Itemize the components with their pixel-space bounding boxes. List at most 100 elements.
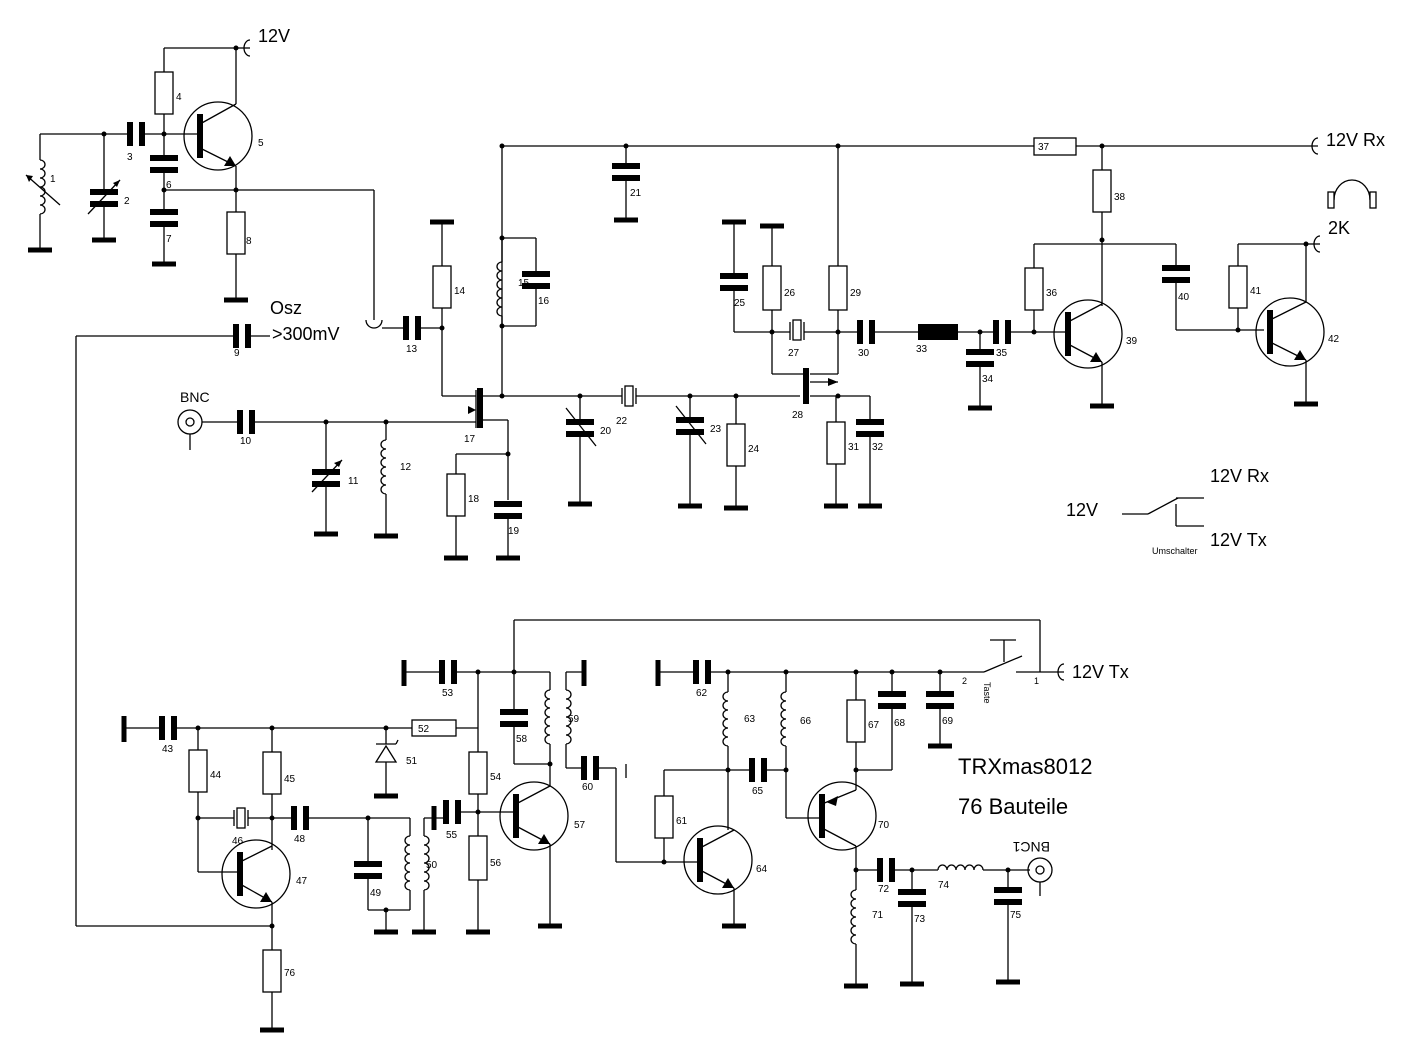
part-72-label: 72: [878, 884, 890, 895]
part-67-label: 67: [868, 720, 880, 731]
part-53-label: 53: [442, 688, 454, 699]
part-69-label: 69: [942, 716, 954, 727]
part-22-label: 22: [616, 416, 628, 427]
key-pin2-label: 2: [962, 676, 967, 686]
switch-rx-label: 12V Rx: [1210, 466, 1269, 486]
part-56-label: 56: [490, 858, 502, 869]
part-50-label: 50: [426, 860, 438, 871]
part-76-label: 76: [284, 968, 296, 979]
part-10-label: 10: [240, 436, 252, 447]
detector-stage: 25 26 27 29 28 31 32 30 33 34: [720, 146, 1064, 506]
tx-driver: 62 63 61 64 65 66: [654, 660, 984, 926]
supply-rx-label: 12V Rx: [1326, 130, 1385, 150]
part-18-label: 18: [468, 494, 480, 505]
part-41-label: 41: [1250, 286, 1262, 297]
part-14-label: 14: [454, 286, 466, 297]
title: TRXmas8012: [958, 754, 1093, 779]
part-30-label: 30: [858, 348, 870, 359]
part-51-label: 51: [406, 756, 418, 767]
part-32-label: 32: [872, 442, 884, 453]
osz-level-label: >300mV: [272, 324, 340, 344]
part-21-label: 21: [630, 188, 642, 199]
part-33-label: 33: [916, 344, 928, 355]
part-12-label: 12: [400, 462, 412, 473]
headphone-icon: [1327, 179, 1377, 209]
part-20-label: 20: [600, 426, 612, 437]
tx-oscillator: 43 44 45 46 48 47 76 49: [76, 716, 478, 1030]
part-42-label: 42: [1328, 334, 1340, 345]
part-36-label: 36: [1046, 288, 1058, 299]
rx-supply-rail: 21 37 12V Rx: [499, 130, 1385, 220]
part-55-label: 55: [446, 830, 458, 841]
crystal-filter: 20 22 23 24: [502, 385, 800, 508]
part-45-label: 45: [284, 774, 296, 785]
switch-tx-label: 12V Tx: [1210, 530, 1267, 550]
part-16-label: 16: [538, 296, 550, 307]
part-57-label: 57: [574, 820, 586, 831]
part-75-label: 75: [1010, 910, 1022, 921]
part-7-label: 7: [166, 234, 172, 245]
morse-key: 2 1 Taste: [962, 639, 1065, 704]
part-2-label: 2: [124, 196, 130, 207]
part-24-label: 24: [748, 444, 760, 455]
part-70-label: 70: [878, 820, 890, 831]
part-52-label: 52: [418, 724, 430, 735]
part-58-label: 58: [516, 734, 528, 745]
headphone-label: 2K: [1328, 218, 1350, 238]
part-17-label: 17: [464, 434, 476, 445]
part-11-label: 11: [348, 476, 359, 487]
osz-label: Osz: [270, 298, 302, 318]
tx-buffer: 53 54 56 55 57 58 59 60: [401, 619, 1041, 932]
supply-tx-label: 12V Tx: [1072, 662, 1129, 682]
mixer-stage: 9 13 14 BNC 10 11 12 17 18 19: [75, 146, 550, 926]
bnc-out-label: BNC1: [1012, 839, 1050, 855]
part-65-label: 65: [752, 786, 764, 797]
part-23-label: 23: [710, 424, 722, 435]
part-34-label: 34: [982, 374, 994, 385]
part-68-label: 68: [894, 718, 906, 729]
part-27-label: 27: [788, 348, 800, 359]
part-6-label: 6: [166, 180, 172, 191]
part-44-label: 44: [210, 770, 222, 781]
part-43-label: 43: [162, 744, 174, 755]
part-38-label: 38: [1114, 192, 1126, 203]
part-39-label: 39: [1126, 336, 1138, 347]
switch-in-label: 12V: [1066, 500, 1098, 520]
part-13-label: 13: [406, 344, 418, 355]
oscillator-stage: 1 2 3 4 12V 5 6 7 8 Osz >300mV: [26, 26, 383, 344]
part-1-label: 1: [50, 174, 56, 185]
part-26-label: 26: [784, 288, 796, 299]
part-25-label: 25: [734, 298, 746, 309]
part-71-label: 71: [872, 910, 884, 921]
part-73-label: 73: [914, 914, 926, 925]
part-59-label: 59: [568, 714, 580, 725]
part-29-label: 29: [850, 288, 862, 299]
bnc-in-label: BNC: [180, 389, 210, 405]
part-5-label: 5: [258, 138, 264, 149]
part-31-label: 31: [848, 442, 860, 453]
part-3-label: 3: [127, 152, 133, 163]
part-64-label: 64: [756, 864, 768, 875]
part-61-label: 61: [676, 816, 688, 827]
part-54-label: 54: [490, 772, 502, 783]
part-28-label: 28: [792, 410, 804, 421]
part-49-label: 49: [370, 888, 382, 899]
subtitle: 76 Bauteile: [958, 794, 1068, 819]
part-62-label: 62: [696, 688, 708, 699]
part-40-label: 40: [1178, 292, 1190, 303]
part-37-label: 37: [1038, 142, 1050, 153]
part-35-label: 35: [996, 348, 1008, 359]
key-pin1-label: 1: [1034, 676, 1039, 686]
af-amplifier: 38 36 39 40 41 42 2K: [1024, 146, 1377, 406]
part-63-label: 63: [744, 714, 756, 725]
part-8-label: 8: [246, 236, 252, 247]
part-19-label: 19: [508, 526, 520, 537]
part-9-label: 9: [234, 348, 240, 359]
supply-12v-top: 12V: [258, 26, 290, 46]
part-46-label: 46: [232, 836, 244, 847]
part-74-label: 74: [938, 880, 950, 891]
part-66-label: 66: [800, 716, 812, 727]
tx-final: 67 68 69 2 1 Taste 12V Tx 70 71 72: [807, 639, 1129, 986]
part-60-label: 60: [582, 782, 594, 793]
